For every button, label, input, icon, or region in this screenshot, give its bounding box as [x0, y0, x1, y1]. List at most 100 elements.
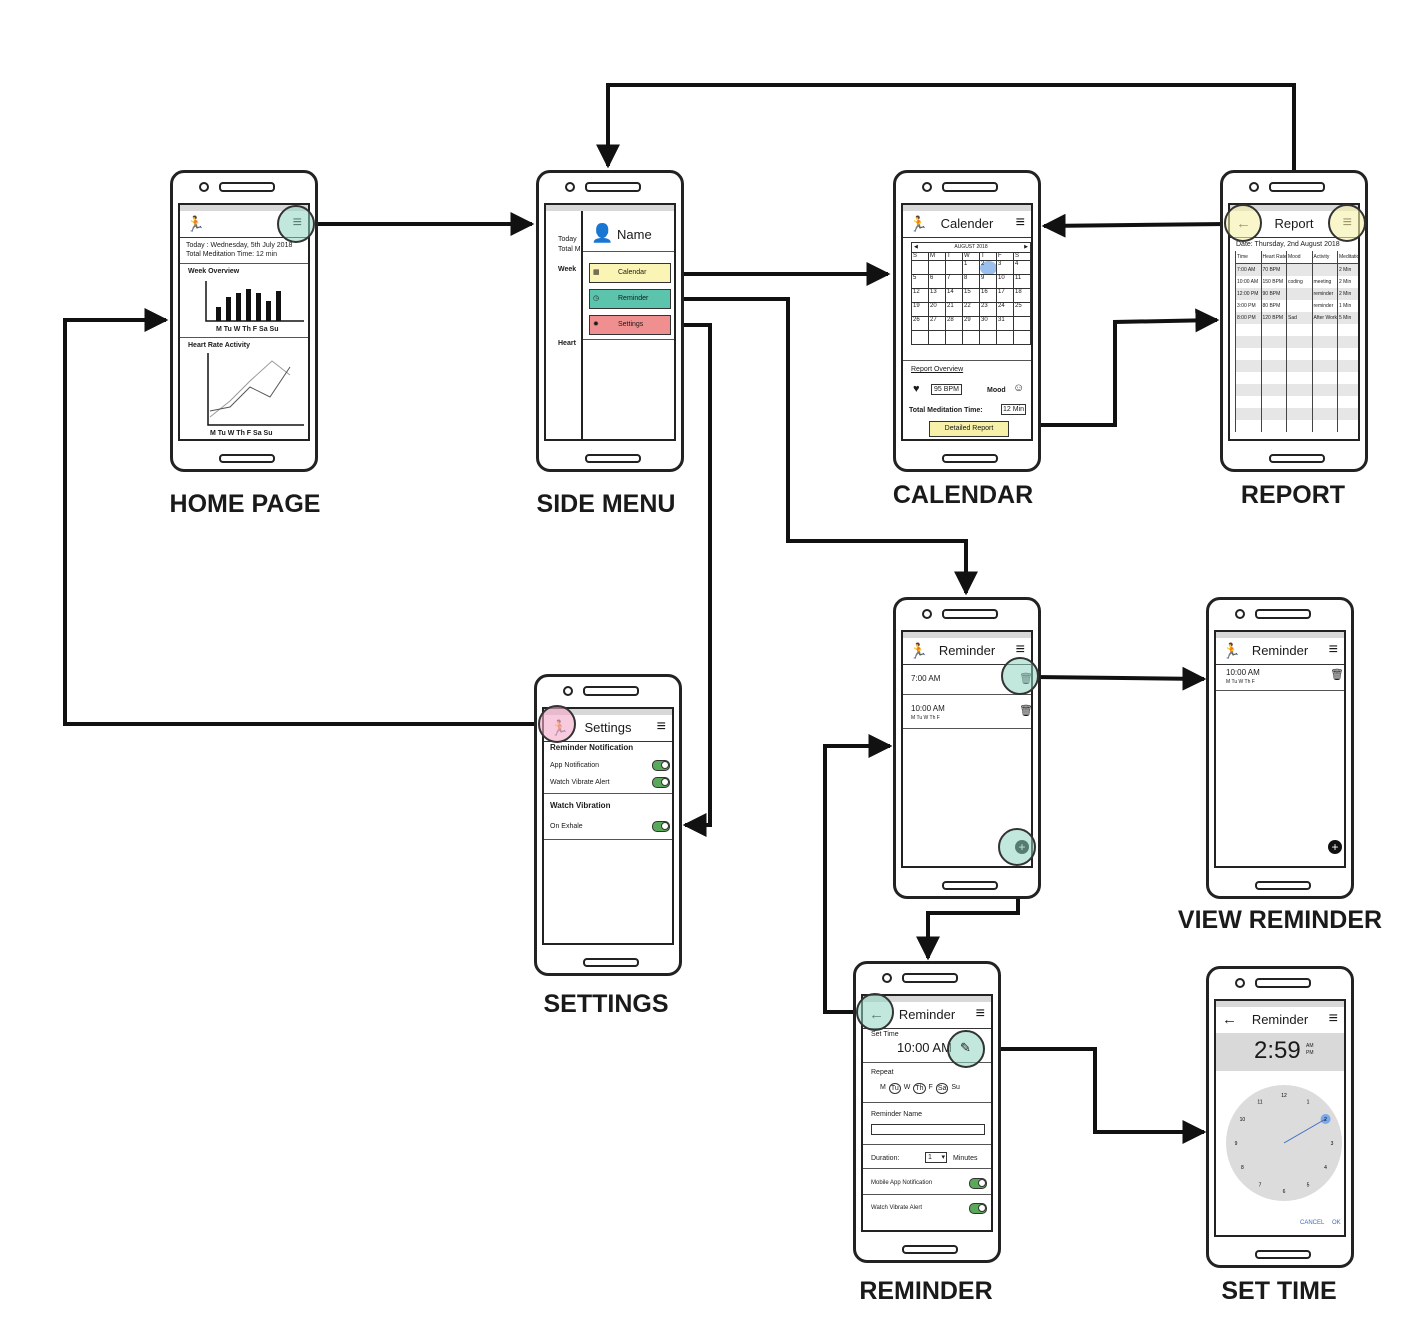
calendar-day[interactable]: 7 [945, 274, 963, 289]
back-arrow-icon[interactable]: ← [1222, 1011, 1237, 1028]
clock-number[interactable]: 1 [1307, 1099, 1310, 1105]
reminder-name-input[interactable] [871, 1124, 985, 1135]
repeat-day[interactable]: Th [913, 1083, 926, 1094]
calendar-day[interactable] [996, 330, 1014, 345]
calendar-day[interactable]: 9 [979, 274, 997, 289]
calendar-day[interactable]: 18 [1013, 288, 1031, 303]
watch-alert-toggle[interactable] [969, 1203, 987, 1214]
calendar-day[interactable]: 29 [962, 316, 980, 331]
trash-icon[interactable]: 🗑 [1019, 705, 1033, 717]
pm-label[interactable]: PM [1306, 1050, 1314, 1056]
calendar-day[interactable]: 16 [979, 288, 997, 303]
calendar-day[interactable]: 20 [928, 302, 946, 317]
calendar-day[interactable]: 31 [996, 316, 1014, 331]
hamburger-menu-icon[interactable]: ≡ [1328, 641, 1338, 658]
calendar-day[interactable] [945, 330, 963, 345]
prev-month-icon[interactable]: ◀ [914, 244, 918, 250]
plus-circle-icon[interactable]: + [1328, 840, 1342, 854]
calendar-day[interactable]: 30 [979, 316, 997, 331]
clock-number[interactable]: 3 [1331, 1141, 1334, 1147]
calendar-day[interactable]: 5 [911, 274, 929, 289]
clock-number[interactable]: 9 [1235, 1141, 1238, 1147]
calendar-day[interactable] [911, 260, 929, 275]
menu-reminder-label: Reminder [618, 295, 649, 302]
repeat-day[interactable]: M [880, 1084, 886, 1091]
calendar-day[interactable]: 2 [979, 260, 997, 275]
cancel-button[interactable]: CANCEL [1300, 1220, 1325, 1226]
trash-icon[interactable]: 🗑 [1330, 669, 1344, 681]
reminder-item-time[interactable]: 10:00 AM [1226, 668, 1260, 677]
pencil-icon[interactable]: ✎ [960, 1040, 971, 1055]
calendar-day[interactable]: 19 [911, 302, 929, 317]
calendar-day[interactable] [928, 260, 946, 275]
reminder-list-title: Reminder [938, 643, 996, 658]
calendar-day[interactable]: 15 [962, 288, 980, 303]
menu-item-calendar[interactable]: ▦ Calendar [589, 263, 671, 283]
hamburger-menu-icon[interactable]: ≡ [656, 718, 666, 735]
clock-number[interactable]: 7 [1259, 1183, 1262, 1189]
detailed-report-button[interactable]: Detailed Report [929, 421, 1009, 437]
watch-vibrate-toggle[interactable] [652, 777, 670, 788]
menu-item-settings[interactable]: ✹ Settings [589, 315, 671, 335]
report-cell [1311, 408, 1338, 420]
repeat-day[interactable]: F [928, 1084, 933, 1091]
clock-number[interactable]: 4 [1324, 1165, 1327, 1171]
mobile-notif-toggle[interactable] [969, 1178, 987, 1189]
calendar-day[interactable]: 22 [962, 302, 980, 317]
calendar-day[interactable]: 14 [945, 288, 963, 303]
clock-number[interactable]: 6 [1283, 1189, 1286, 1195]
calendar-day[interactable]: 11 [1013, 274, 1031, 289]
calendar-day[interactable]: 10 [996, 274, 1014, 289]
calendar-day[interactable]: 1 [962, 260, 980, 275]
calendar-day[interactable] [911, 330, 929, 345]
calendar-day[interactable] [1013, 330, 1031, 345]
hamburger-menu-icon[interactable]: ≡ [1328, 1010, 1338, 1027]
calendar-day[interactable] [928, 330, 946, 345]
clock-number[interactable]: 8 [1241, 1165, 1244, 1171]
repeat-day[interactable]: Su [951, 1084, 960, 1091]
calendar-day[interactable]: 25 [1013, 302, 1031, 317]
calendar-day[interactable]: 6 [928, 274, 946, 289]
reminder-item-time[interactable]: 7:00 AM [911, 674, 941, 683]
calendar-day[interactable] [979, 330, 997, 345]
calendar-day[interactable]: 23 [979, 302, 997, 317]
calendar-day[interactable]: 26 [911, 316, 929, 331]
calendar-day[interactable]: 8 [962, 274, 980, 289]
reminder-item-days: M Tu W Th F [911, 715, 940, 721]
report-cell [1337, 396, 1358, 408]
calendar-day[interactable] [945, 260, 963, 275]
on-exhale-toggle[interactable] [652, 821, 670, 832]
calendar-day[interactable] [1013, 316, 1031, 331]
clock-number[interactable]: 11 [1257, 1099, 1262, 1105]
repeat-day[interactable]: Tu [888, 1083, 901, 1094]
clock-number[interactable]: 2 [1324, 1117, 1327, 1123]
clock-number[interactable]: 10 [1240, 1117, 1246, 1123]
hamburger-menu-icon[interactable]: ≡ [1015, 214, 1025, 231]
clock-number[interactable]: 5 [1307, 1183, 1310, 1189]
am-label[interactable]: AM [1306, 1043, 1314, 1049]
menu-item-reminder[interactable]: ◷ Reminder [589, 289, 671, 309]
calendar-day[interactable]: 17 [996, 288, 1014, 303]
hamburger-menu-icon[interactable]: ≡ [975, 1005, 985, 1022]
calendar-day[interactable]: 13 [928, 288, 946, 303]
calendar-day[interactable]: 3 [996, 260, 1014, 275]
calendar-day[interactable]: 28 [945, 316, 963, 331]
hamburger-menu-icon[interactable]: ≡ [1015, 641, 1025, 658]
ok-button[interactable]: OK [1332, 1220, 1341, 1226]
app-notification-toggle[interactable] [652, 760, 670, 771]
repeat-day[interactable]: Sa [935, 1083, 949, 1094]
calendar-day[interactable]: 21 [945, 302, 963, 317]
next-month-icon[interactable]: ▶ [1024, 244, 1028, 250]
calendar-day[interactable]: 12 [911, 288, 929, 303]
duration-select[interactable]: 1▾ [925, 1152, 947, 1163]
calendar-day[interactable] [962, 330, 980, 345]
reminder-time[interactable]: 10:00 AM [897, 1040, 952, 1055]
reminder-item-time[interactable]: 10:00 AM [911, 704, 945, 713]
calendar-day[interactable]: 24 [996, 302, 1014, 317]
calendar-day[interactable]: 4 [1013, 260, 1031, 275]
clock-number[interactable]: 12 [1281, 1093, 1287, 1099]
repeat-day[interactable]: W [903, 1084, 911, 1091]
calendar-day[interactable]: 27 [928, 316, 946, 331]
runner-icon: 🏃 [909, 216, 928, 233]
